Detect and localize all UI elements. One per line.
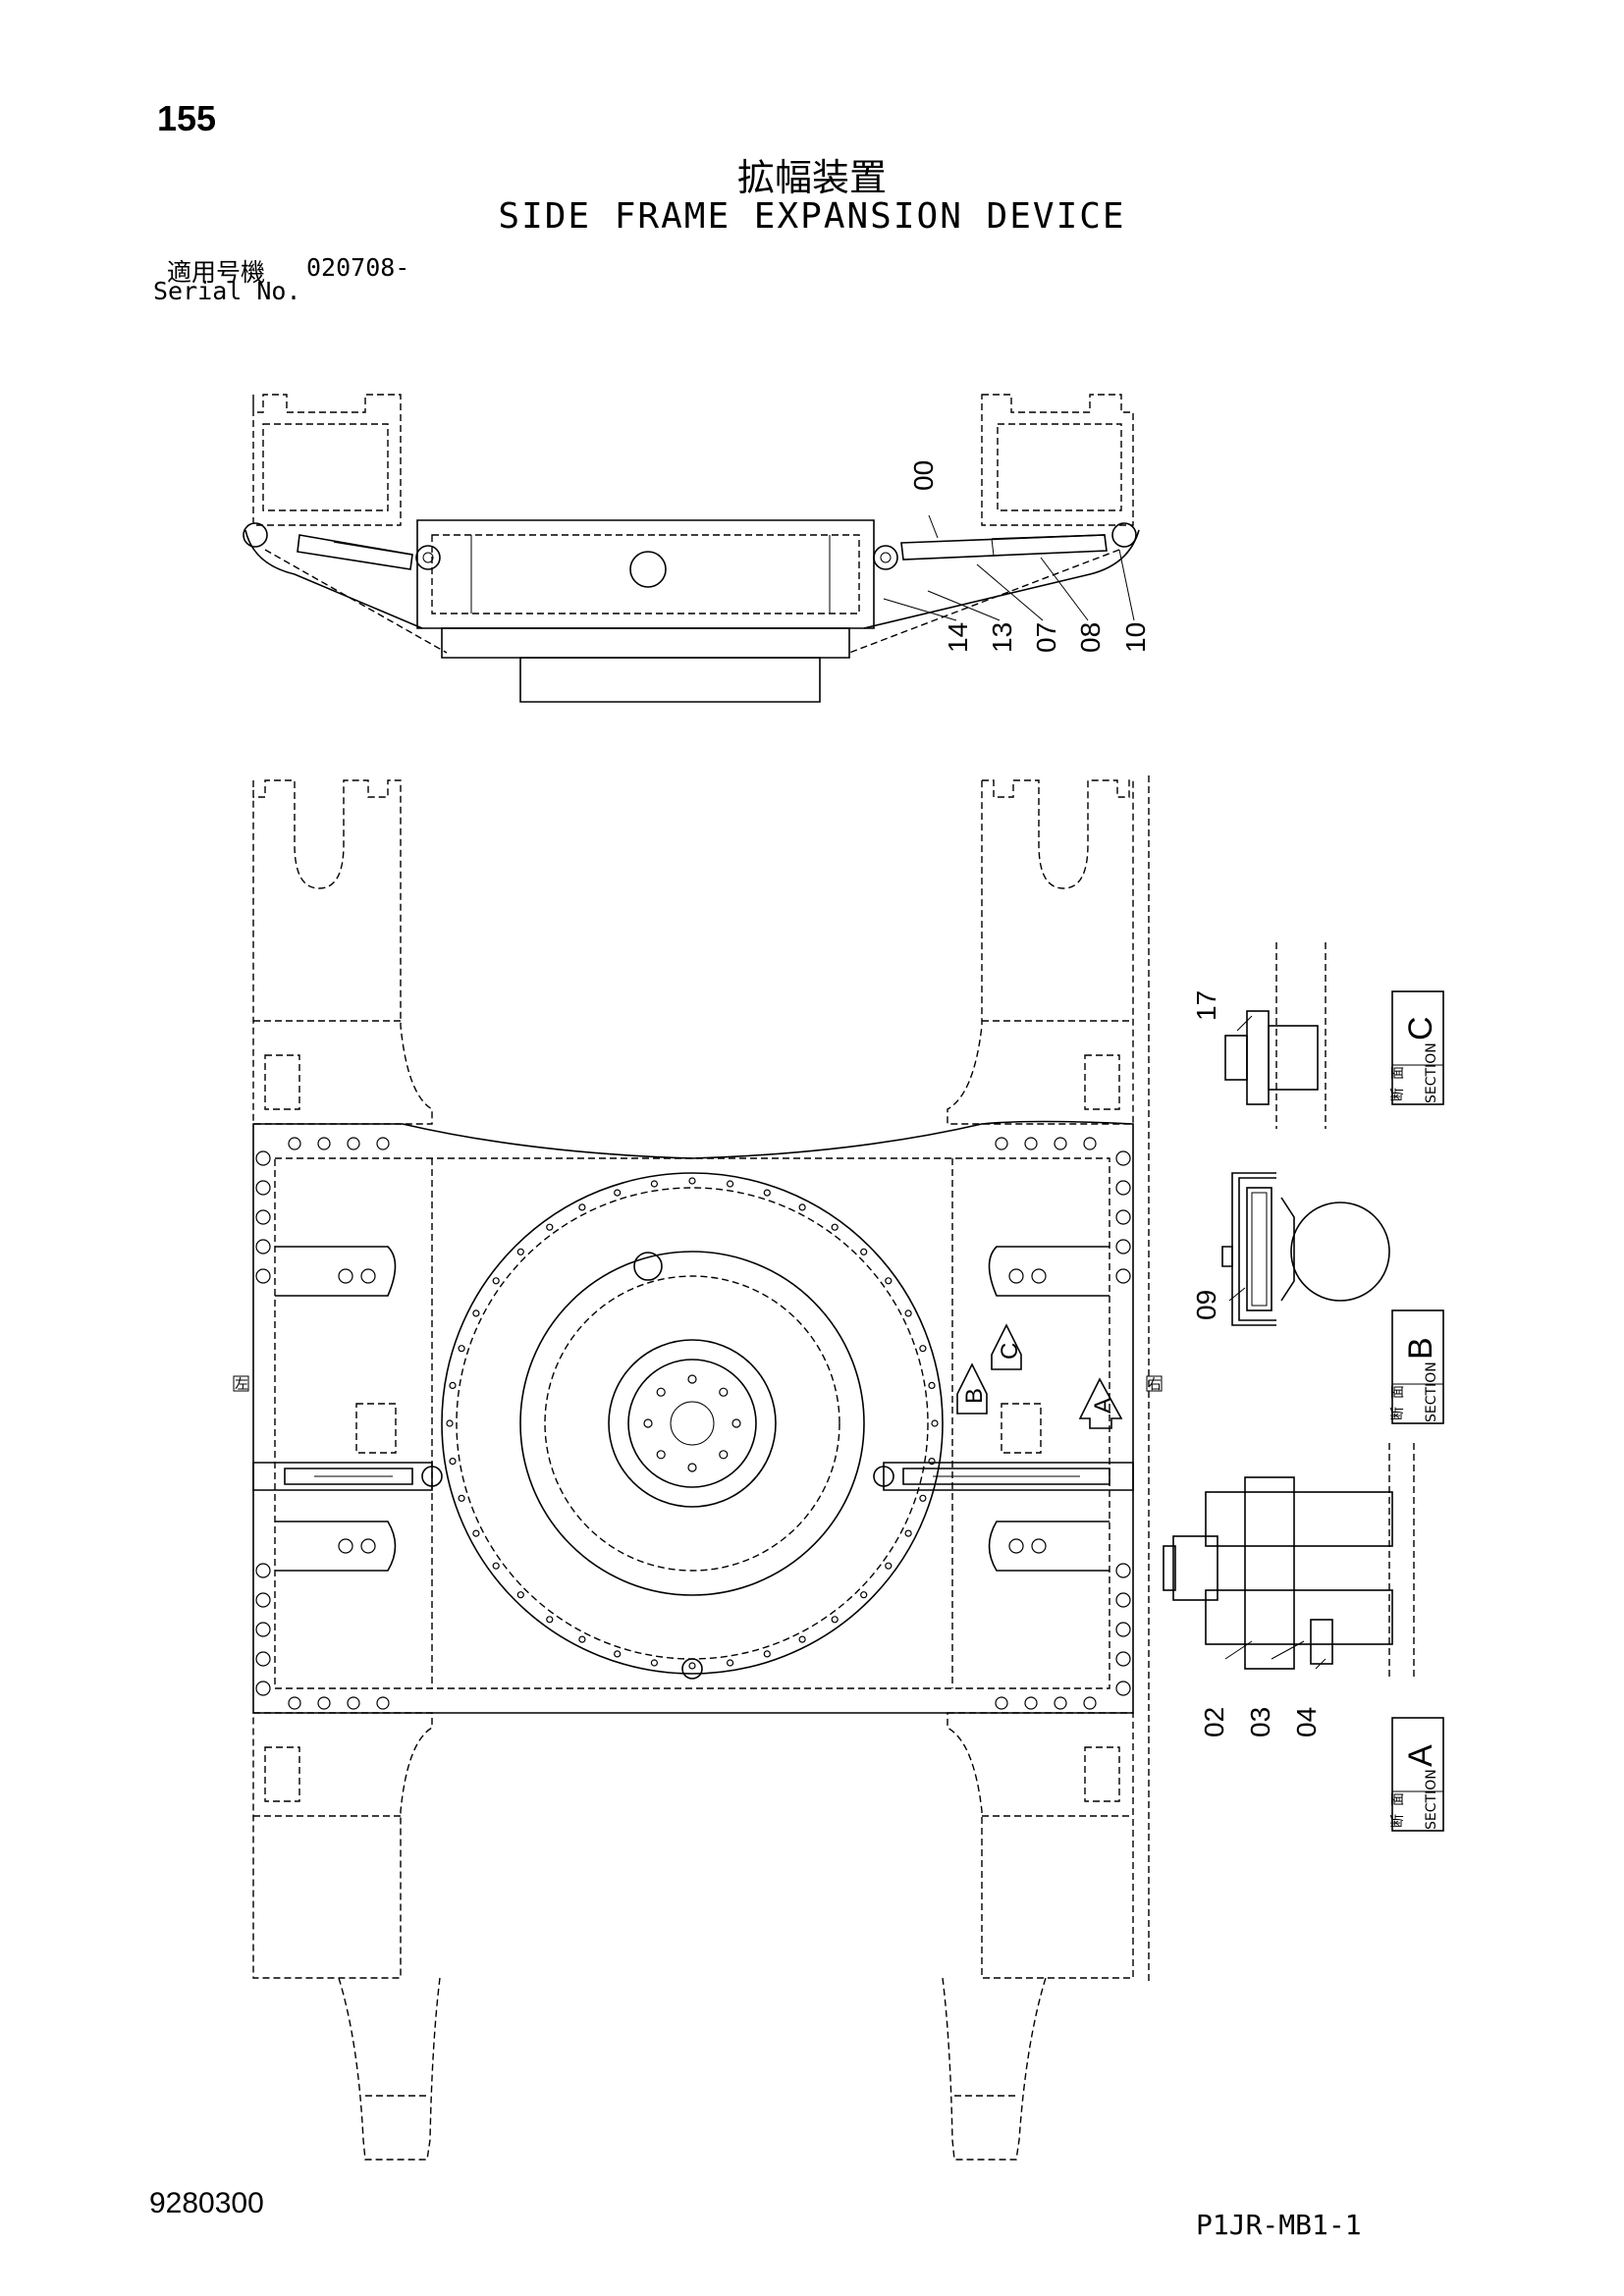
svg-text:B: B bbox=[1402, 1337, 1439, 1360]
callout-13: 13 bbox=[987, 622, 1017, 653]
serial-number-value: 020708- bbox=[306, 253, 410, 282]
top-elevation-view bbox=[243, 394, 1140, 703]
view-arrow-a: A bbox=[1078, 1377, 1123, 1429]
section-c-detail bbox=[1224, 942, 1326, 1129]
swing-circle-bolt bbox=[446, 1419, 454, 1427]
callout-14: 14 bbox=[943, 622, 973, 653]
callout-09: 09 bbox=[1191, 1290, 1221, 1320]
swing-circle-bolt bbox=[492, 1277, 500, 1285]
callout-02: 02 bbox=[1199, 1707, 1229, 1737]
section-c-label: C 断 面 SECTION bbox=[1390, 990, 1444, 1105]
left-side-mark: 左 bbox=[235, 1377, 248, 1393]
callout-17: 17 bbox=[1191, 990, 1221, 1021]
svg-text:SECTION: SECTION bbox=[1424, 1362, 1439, 1422]
swing-circle-bolt bbox=[516, 1591, 524, 1599]
svg-text:断: 断 bbox=[1390, 1088, 1406, 1101]
hub-bolt bbox=[719, 1387, 729, 1397]
swing-circle-bolt bbox=[726, 1180, 734, 1188]
drawing-number: 9280300 bbox=[149, 2187, 264, 2219]
swing-circle-bolt bbox=[546, 1616, 554, 1624]
swing-circle-bolt bbox=[492, 1562, 500, 1570]
callout-10: 10 bbox=[1120, 622, 1151, 653]
svg-text:面: 面 bbox=[1390, 1792, 1406, 1806]
swing-circle-bolt bbox=[688, 1177, 696, 1185]
title-english: SIDE FRAME EXPANSION DEVICE bbox=[498, 196, 1126, 237]
swing-circle-bolt bbox=[798, 1635, 806, 1643]
swing-circle-bolt bbox=[578, 1635, 586, 1643]
view-arrow-c: C bbox=[991, 1323, 1023, 1370]
svg-text:断: 断 bbox=[1390, 1814, 1406, 1828]
swing-circle-bolt bbox=[919, 1345, 927, 1353]
swing-circle-bolt bbox=[860, 1248, 868, 1255]
serial-label-japanese: 適用号機 bbox=[167, 258, 266, 287]
swing-circle-bolt bbox=[472, 1529, 480, 1537]
swing-circle-bolt bbox=[458, 1345, 465, 1353]
swing-circle-bolt bbox=[614, 1189, 622, 1197]
hub-bolt bbox=[643, 1418, 653, 1428]
swing-circle-bolt bbox=[831, 1616, 839, 1624]
swing-circle-bolt bbox=[763, 1650, 771, 1658]
hub-bolt bbox=[687, 1463, 697, 1472]
callout-08: 08 bbox=[1075, 622, 1106, 653]
swing-circle-bolt bbox=[931, 1419, 939, 1427]
swing-circle-bolt bbox=[726, 1659, 734, 1667]
swing-circle-bolt bbox=[546, 1223, 554, 1231]
swing-circle-bolt bbox=[458, 1494, 465, 1502]
title-japanese: 拡幅装置 bbox=[736, 156, 887, 199]
svg-text:SECTION: SECTION bbox=[1424, 1769, 1439, 1830]
svg-text:面: 面 bbox=[1390, 1385, 1406, 1399]
hub-bolt bbox=[656, 1450, 666, 1460]
swing-circle-bolt bbox=[904, 1309, 912, 1317]
svg-text:面: 面 bbox=[1390, 1066, 1406, 1080]
swing-circle-bolt bbox=[472, 1309, 480, 1317]
swing-circle-bolt bbox=[860, 1591, 868, 1599]
section-a-detail bbox=[1163, 1443, 1415, 1679]
svg-text:A: A bbox=[1402, 1744, 1439, 1767]
swing-circle-bolt bbox=[928, 1381, 936, 1390]
swing-circle-bolt bbox=[763, 1189, 771, 1197]
swing-circle-bolt bbox=[885, 1277, 893, 1285]
swing-circle-bolt bbox=[798, 1203, 806, 1211]
swing-circle-bolt bbox=[578, 1203, 586, 1211]
svg-text:A: A bbox=[1090, 1398, 1116, 1414]
page-number: 155 bbox=[157, 98, 217, 138]
swing-circle-bolt bbox=[650, 1180, 659, 1188]
swing-circle-bolt bbox=[614, 1650, 622, 1658]
right-side-mark: 右 bbox=[1148, 1377, 1162, 1393]
swing-circle-bolt bbox=[449, 1381, 457, 1390]
svg-text:SECTION: SECTION bbox=[1424, 1042, 1439, 1103]
swing-circle-bolt bbox=[885, 1562, 893, 1570]
hub-bolt bbox=[731, 1418, 741, 1428]
svg-text:断: 断 bbox=[1390, 1407, 1406, 1420]
section-b-label: B 断 面 SECTION bbox=[1390, 1309, 1444, 1424]
section-a-label: A 断 面 SECTION bbox=[1390, 1717, 1444, 1832]
hub-bolt bbox=[687, 1374, 697, 1384]
svg-text:C: C bbox=[997, 1343, 1023, 1360]
sheet-code: P1JR-MB1-1 bbox=[1196, 2209, 1362, 2241]
swing-circle-bolt bbox=[831, 1223, 839, 1231]
svg-text:C: C bbox=[1402, 1016, 1439, 1041]
swing-circle-bolt bbox=[516, 1248, 524, 1255]
swing-circle-bolt bbox=[449, 1457, 457, 1466]
swing-circle-bolt bbox=[919, 1494, 927, 1502]
plan-view: 左 右 bbox=[233, 775, 1163, 2161]
callout-07: 07 bbox=[1031, 622, 1061, 653]
swing-circle-bolt bbox=[650, 1659, 659, 1667]
view-arrow-b: B bbox=[956, 1362, 988, 1415]
swing-circle-bolt bbox=[928, 1457, 936, 1466]
callout-03: 03 bbox=[1245, 1707, 1275, 1737]
svg-text:B: B bbox=[961, 1388, 988, 1404]
section-b-detail bbox=[1221, 1172, 1390, 1326]
swing-circle-bolt bbox=[688, 1662, 696, 1670]
hub-bolt bbox=[656, 1387, 666, 1397]
callout-00: 00 bbox=[908, 460, 939, 491]
hub-bolt bbox=[719, 1450, 729, 1460]
swing-circle-bolt bbox=[904, 1529, 912, 1537]
serial-label-english: Serial No. bbox=[153, 277, 301, 305]
callout-04: 04 bbox=[1291, 1707, 1322, 1737]
